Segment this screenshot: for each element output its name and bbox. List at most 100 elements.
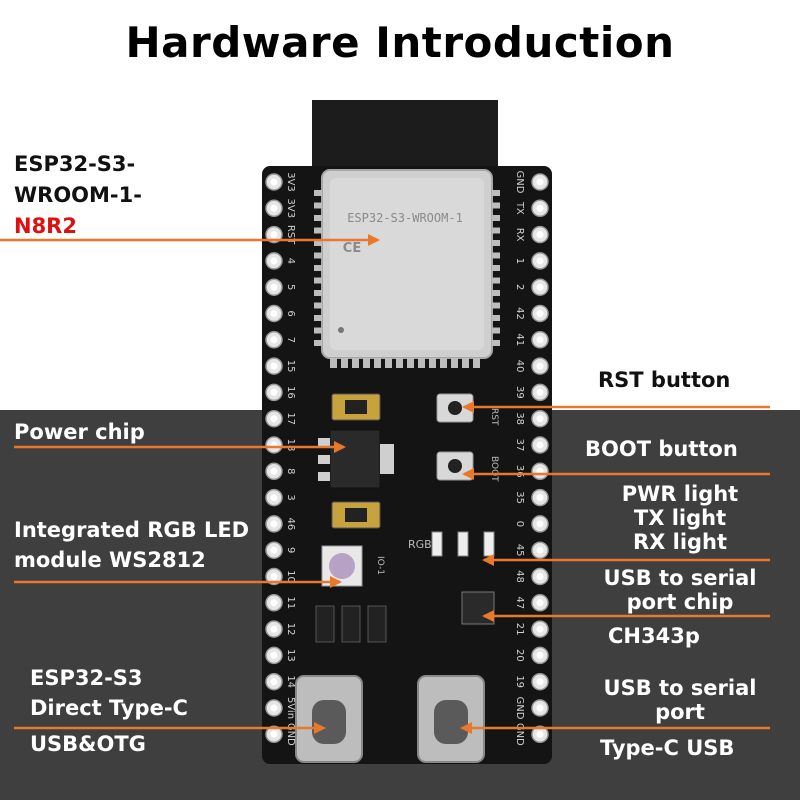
right-pin-label: GND bbox=[514, 723, 525, 746]
left-pin-label: 9 bbox=[285, 547, 296, 553]
left-pin-hole-center bbox=[270, 467, 278, 475]
label-power-chip: Power chip bbox=[14, 420, 145, 444]
module-pad bbox=[330, 358, 337, 368]
right-pin-label: 20 bbox=[514, 649, 525, 662]
module-pad bbox=[314, 327, 322, 334]
label-usb-serial-chip-line2: port chip bbox=[626, 590, 734, 614]
module-pad bbox=[492, 290, 500, 296]
label-esp-module-line1: ESP32-S3- bbox=[14, 152, 136, 176]
left-pin-label: GND bbox=[285, 723, 296, 746]
left-pin-label: 7 bbox=[285, 337, 296, 343]
power-chip-pin bbox=[318, 472, 330, 481]
module-pad bbox=[492, 302, 500, 309]
right-pin-label: 48 bbox=[514, 570, 525, 583]
left-pin-label: 18 bbox=[285, 439, 296, 452]
left-pin-label: 14 bbox=[285, 675, 296, 688]
left-pin-label: 46 bbox=[285, 518, 296, 531]
label-rst-button: RST button bbox=[598, 368, 731, 392]
left-pin-hole-center bbox=[270, 388, 278, 396]
right-pin-label: RX bbox=[514, 228, 525, 242]
left-pin-label: 3 bbox=[285, 494, 296, 500]
boot-button-cap bbox=[448, 459, 462, 473]
right-pin-label: 38 bbox=[514, 412, 525, 425]
right-pin-label: 42 bbox=[514, 307, 525, 320]
power-chip-pin bbox=[318, 438, 330, 447]
tx-led bbox=[457, 531, 469, 557]
right-pin-label: 39 bbox=[514, 386, 525, 399]
left-pin-header bbox=[265, 173, 283, 744]
left-pin-label: 11 bbox=[285, 596, 296, 609]
right-pin-hole-center bbox=[536, 625, 544, 633]
module-pad bbox=[429, 358, 436, 368]
right-pin-labels: GNDTXRX1242414039383736350454847212019GN… bbox=[514, 171, 525, 747]
left-pin-hole-center bbox=[270, 310, 278, 317]
right-pin-label: 37 bbox=[514, 439, 525, 452]
left-pin-hole-center bbox=[270, 204, 278, 212]
right-pin-label: 21 bbox=[514, 623, 525, 636]
left-pin-label: 15 bbox=[285, 360, 296, 373]
right-pin-hole-center bbox=[536, 362, 544, 370]
module-pad bbox=[314, 277, 322, 284]
label-usb-serial-port-line2: port bbox=[655, 700, 705, 724]
module-pad bbox=[492, 190, 500, 196]
left-pin-hole-center bbox=[270, 231, 278, 239]
module-pad bbox=[462, 358, 469, 368]
label-ch343p: CH343p bbox=[608, 624, 700, 648]
left-pin-hole-center bbox=[270, 651, 278, 659]
module-pad bbox=[492, 315, 500, 321]
left-pin-hole-center bbox=[270, 494, 278, 502]
right-pin-hole-center bbox=[536, 651, 544, 659]
left-pin-label: 3V3 bbox=[285, 172, 296, 192]
module-pad bbox=[341, 358, 348, 368]
module-pad bbox=[363, 358, 370, 368]
left-pin-label: 10 bbox=[285, 570, 296, 583]
module-pad bbox=[314, 202, 322, 209]
esp32-module-shield-inner bbox=[330, 178, 484, 350]
right-pin-header bbox=[531, 173, 549, 744]
label-usb-serial-port-line1: USB to serial bbox=[603, 676, 757, 700]
right-pin-hole-center bbox=[536, 415, 544, 423]
left-pin-hole-center bbox=[270, 362, 278, 370]
right-pin-label: 1 bbox=[514, 258, 525, 264]
module-pad bbox=[451, 358, 458, 368]
right-pin-hole-center bbox=[536, 231, 544, 239]
right-pin-hole-center bbox=[536, 441, 544, 449]
module-pad bbox=[385, 358, 392, 368]
module-pad bbox=[314, 340, 322, 346]
right-pin-hole-center bbox=[536, 283, 544, 291]
left-pin-label: 5Vin bbox=[285, 697, 296, 719]
module-pad bbox=[314, 240, 322, 246]
power-chip-tab bbox=[380, 444, 394, 474]
right-pin-hole-center bbox=[536, 730, 544, 738]
diode-2 bbox=[341, 605, 361, 643]
label-boot-button: BOOT button bbox=[585, 437, 738, 461]
right-pin-label: GND bbox=[514, 171, 525, 194]
arrowhead-ch343p bbox=[482, 610, 494, 622]
right-pin-label: 45 bbox=[514, 544, 525, 557]
right-pin-label: 36 bbox=[514, 465, 525, 478]
left-pin-label: 3V3 bbox=[285, 199, 296, 219]
right-pin-label: 0 bbox=[514, 521, 525, 527]
label-esp-typec-line1: ESP32-S3 bbox=[30, 666, 143, 690]
arrowhead-esp-module bbox=[368, 234, 380, 246]
right-pin-label: 35 bbox=[514, 491, 525, 504]
module-pad bbox=[314, 290, 322, 296]
left-pin-hole-center bbox=[270, 336, 278, 344]
module-pad bbox=[314, 227, 322, 234]
usb-typec-otg-opening bbox=[312, 700, 346, 744]
right-pin-hole-center bbox=[536, 678, 544, 686]
module-pads bbox=[314, 190, 500, 368]
module-pad bbox=[492, 327, 500, 334]
left-pin-label: 4 bbox=[285, 258, 296, 264]
power-chip bbox=[329, 429, 381, 489]
pwr-led bbox=[431, 531, 443, 557]
left-pin-hole-center bbox=[270, 178, 278, 186]
module-pad bbox=[314, 190, 322, 196]
module-pad bbox=[314, 252, 322, 259]
module-pad bbox=[492, 215, 500, 221]
left-pin-label: RST bbox=[285, 225, 296, 245]
left-pin-hole-center bbox=[270, 678, 278, 686]
module-pad bbox=[314, 265, 322, 271]
right-pin-label: 41 bbox=[514, 333, 525, 346]
module-pin1-dot bbox=[338, 327, 344, 333]
